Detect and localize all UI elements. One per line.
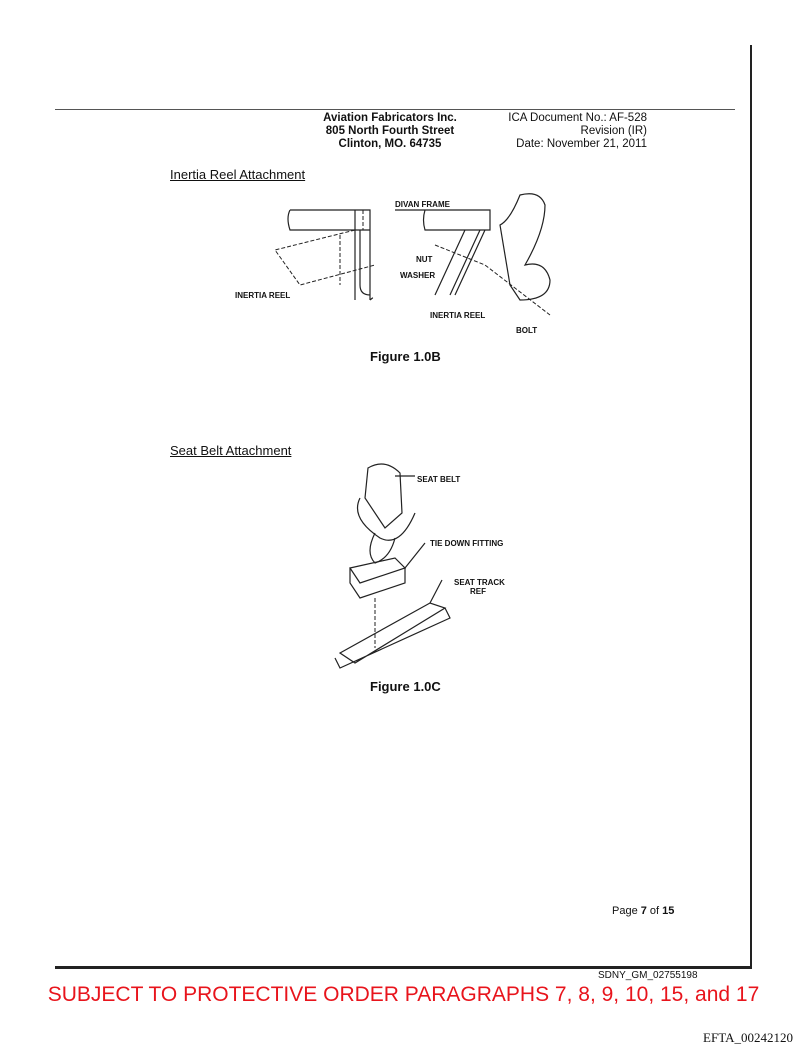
figure-caption-1-0b: Figure 1.0B	[370, 349, 441, 364]
page-prefix: Page	[612, 905, 641, 917]
figure-seat-belt-diagram: SEAT BELT TIE DOWN FITTING SEAT TRACK RE…	[334, 463, 505, 669]
efta-number: EFTA_00242120	[703, 1030, 793, 1045]
label-seat-belt: SEAT BELT	[417, 475, 460, 484]
page-of: of	[646, 905, 663, 917]
page-current: 7	[640, 905, 647, 917]
page-number: Page 7 of 15	[612, 905, 674, 917]
document-revision: Revision (IR)	[580, 125, 647, 137]
label-washer: WASHER	[400, 271, 435, 280]
document-info: ICA Document No.: AF-528 Revision (IR) D…	[460, 112, 647, 151]
footer-rule	[55, 966, 752, 969]
label-nut: NUT	[416, 255, 433, 264]
section-title-inertia-reel: Inertia Reel Attachment	[170, 167, 306, 182]
label-tie-down-fitting: TIE DOWN FITTING	[430, 539, 503, 548]
label-inertia-reel-left: INERTIA REEL	[235, 291, 290, 300]
company-city: Clinton, MO. 64735	[338, 138, 442, 150]
label-seat-track: SEAT TRACK	[454, 578, 505, 587]
label-inertia-reel-right: INERTIA REEL	[430, 311, 485, 320]
company-name: Aviation Fabricators Inc.	[323, 112, 457, 124]
header-rule	[55, 109, 735, 110]
company-block: Aviation Fabricators Inc. 805 North Four…	[290, 112, 490, 151]
label-bolt: BOLT	[516, 326, 537, 335]
company-address: 805 North Fourth Street	[325, 125, 455, 137]
page-total: 15	[662, 905, 675, 917]
document-date: Date: November 21, 2011	[516, 138, 647, 150]
section-title-seat-belt: Seat Belt Attachment	[170, 443, 292, 458]
protective-order-notice: SUBJECT TO PROTECTIVE ORDER PARAGRAPHS 7…	[47, 983, 760, 1006]
figure-inertia-reel-diagram: DIVAN FRAME NUT WASHER INERTIA REEL INER…	[235, 193, 551, 335]
label-ref: REF	[470, 587, 486, 596]
figure-caption-1-0c: Figure 1.0C	[370, 679, 441, 694]
document-number: ICA Document No.: AF-528	[508, 112, 647, 124]
right-border	[750, 45, 752, 967]
bates-number: SDNY_GM_02755198	[598, 970, 698, 981]
label-divan-frame: DIVAN FRAME	[395, 200, 451, 209]
